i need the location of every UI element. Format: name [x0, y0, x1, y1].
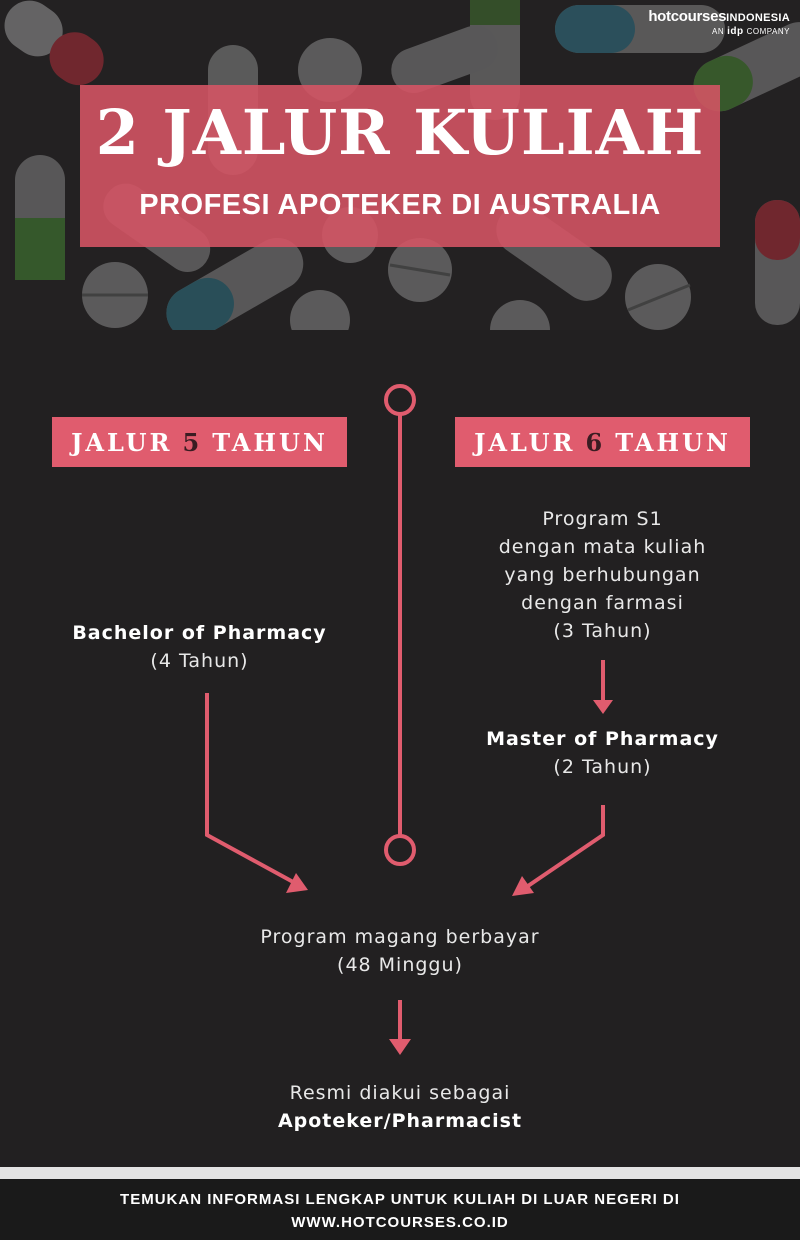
right-path-arrowhead — [512, 876, 534, 896]
route-6-number: 6 — [585, 427, 606, 457]
result-title: Apoteker/Pharmacist — [277, 1110, 523, 1132]
title-box: 2 JALUR KULIAH PROFESI APOTEKER DI AUSTR… — [80, 85, 720, 247]
right-path-arrow-line — [523, 805, 605, 890]
internship-label: Program magang berbayar — [260, 926, 540, 948]
idp-logo: idp — [727, 26, 744, 37]
bachelor-program-duration: (4 Tahun) — [150, 650, 249, 672]
left-path-program-block: Bachelor of Pharmacy (4 Tahun) — [52, 619, 347, 675]
s1-duration: (3 Tahun) — [553, 620, 652, 642]
footer-text: TEMUKAN INFORMASI LENGKAP UNTUK KULIAH D… — [120, 1191, 680, 1208]
footer-website-link[interactable]: WWW.HOTCOURSES.CO.ID — [291, 1214, 509, 1231]
brand-tagline-suffix: COMPANY — [746, 27, 790, 36]
route-5-number: 5 — [182, 427, 203, 457]
route-label-6-years: JALUR 6 TAHUN — [455, 417, 750, 467]
s1-to-master-arrowhead — [593, 700, 613, 714]
brand-tagline-prefix: AN — [712, 27, 725, 36]
master-program-duration: (2 Tahun) — [553, 756, 652, 778]
page-title: 2 JALUR KULIAH — [95, 96, 705, 169]
brand-name: hotcoursesINDONESIA — [648, 8, 790, 25]
timeline-bottom-circle — [384, 834, 416, 866]
route-6-word: JALUR — [474, 427, 576, 457]
footer: TEMUKAN INFORMASI LENGKAP UNTUK KULIAH D… — [0, 1179, 800, 1240]
route-5-unit: TAHUN — [212, 427, 328, 457]
result-block: Resmi diakui sebagai Apoteker/Pharmacist — [150, 1079, 650, 1135]
brand-logo: hotcoursesINDONESIA AN idp COMPANY — [648, 8, 790, 37]
left-path-arrow-line — [205, 693, 296, 885]
route-label-5-years: JALUR 5 TAHUN — [52, 417, 347, 467]
timeline-top-circle — [384, 384, 416, 416]
hero-banner: hotcoursesINDONESIA AN idp COMPANY 2 JAL… — [0, 0, 800, 330]
route-6-unit: TAHUN — [615, 427, 731, 457]
result-line-1: Resmi diakui sebagai — [289, 1082, 511, 1104]
left-path-arrowhead — [286, 873, 308, 893]
bachelor-program-name: Bachelor of Pharmacy — [72, 622, 327, 644]
brand-name-main: hotcourses — [648, 8, 727, 25]
right-path-master-block: Master of Pharmacy (2 Tahun) — [455, 725, 750, 781]
page-subtitle: PROFESI APOTEKER DI AUSTRALIA — [139, 189, 661, 222]
master-program-name: Master of Pharmacy — [486, 728, 719, 750]
s1-line-1: Program S1 — [542, 508, 663, 530]
brand-name-country: INDONESIA — [726, 12, 790, 24]
s1-line-4: dengan farmasi — [521, 592, 684, 614]
internship-block: Program magang berbayar (48 Minggu) — [150, 923, 650, 979]
internship-duration: (48 Minggu) — [337, 954, 463, 976]
s1-line-2: dengan mata kuliah — [498, 536, 707, 558]
internship-arrowhead — [389, 1039, 411, 1055]
right-path-s1-block: Program S1 dengan mata kuliah yang berhu… — [455, 505, 750, 645]
brand-tagline: AN idp COMPANY — [648, 26, 790, 37]
footer-divider — [0, 1167, 800, 1179]
route-5-word: JALUR — [71, 427, 173, 457]
s1-line-3: yang berhubungan — [504, 564, 701, 586]
